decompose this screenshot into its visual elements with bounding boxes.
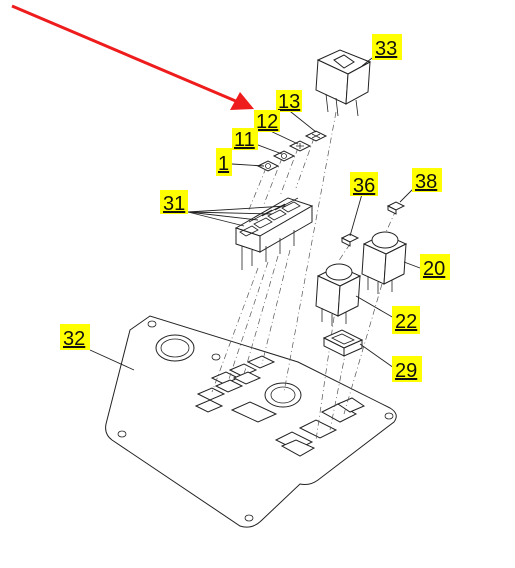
callout-29-label: 29 [395, 360, 417, 382]
callout-33: 33 [372, 34, 402, 60]
callout-32: 32 [60, 324, 90, 350]
panel-plate [105, 315, 397, 528]
callout-1-label: 1 [218, 153, 229, 175]
lens-38 [386, 201, 406, 215]
callout-31: 31 [160, 190, 188, 215]
lens-cap-1 [256, 160, 280, 172]
callout-33-label: 33 [375, 38, 397, 60]
lens-caps [256, 130, 328, 172]
switch-bank-31 [234, 197, 314, 270]
callout-11-label: 11 [234, 129, 255, 151]
callout-36-label: 36 [353, 175, 375, 197]
callout-1: 1 [216, 148, 232, 176]
callout-22: 22 [392, 306, 420, 334]
push-button-22 [315, 263, 362, 326]
callout-29: 29 [392, 356, 422, 382]
callout-32-label: 32 [63, 328, 85, 350]
callout-38-label: 38 [415, 171, 437, 193]
callout-22-label: 22 [395, 311, 417, 333]
lens-cap-11 [272, 150, 296, 162]
callout-20: 20 [420, 254, 450, 280]
leader-lines [89, 57, 421, 371]
lens-36 [340, 233, 360, 247]
callout-38: 38 [412, 168, 442, 193]
push-button-20 [361, 231, 408, 294]
callout-20-label: 20 [423, 258, 445, 280]
callout-36: 36 [350, 172, 378, 197]
rocker-switch-33 [315, 49, 372, 117]
callout-13-label: 13 [278, 91, 300, 113]
assembly-centerlines [211, 111, 397, 441]
callout-12: 12 [254, 110, 280, 133]
callout-31-label: 31 [163, 193, 185, 215]
red-arrow [11, 4, 254, 110]
callout-12-label: 12 [256, 111, 278, 133]
bezel-29 [322, 329, 364, 357]
callout-11: 11 [232, 128, 258, 151]
callout-13: 13 [276, 90, 302, 113]
